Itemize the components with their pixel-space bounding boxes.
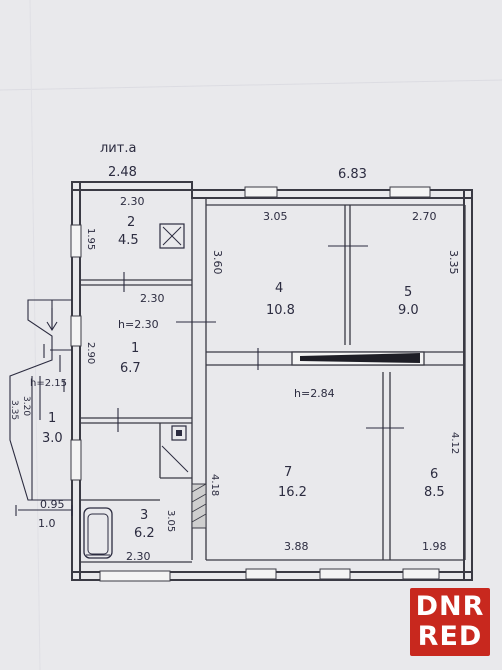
- watermark-line1: DNR: [415, 591, 485, 622]
- room6-number: 6: [430, 467, 438, 482]
- hatched-column: [191, 483, 207, 529]
- room1-width: 2.30: [140, 292, 165, 305]
- door-marks: [43, 245, 404, 432]
- room2-height: 1.95: [85, 228, 96, 250]
- room7-width: 3.88: [284, 540, 309, 553]
- room6-height: 4.12: [449, 432, 460, 454]
- fixtures: [83, 223, 189, 559]
- room1-number: 1: [131, 341, 139, 356]
- porch-number: 1: [48, 411, 56, 426]
- annex-height-2: 3.20: [21, 396, 31, 416]
- porch-ceiling: h=2.15: [30, 378, 67, 389]
- room5-width: 2.70: [412, 210, 437, 223]
- annex-depth-2: 1.0: [38, 517, 56, 530]
- windows: [70, 186, 440, 582]
- annex-height-1: 3.35: [9, 400, 19, 420]
- room5-area: 9.0: [398, 303, 419, 318]
- room4-area: 10.8: [266, 303, 295, 318]
- room3-number: 3: [140, 508, 148, 523]
- outer-walls: [71, 181, 473, 581]
- room7-area: 16.2: [278, 485, 307, 500]
- dim-top-right: 6.83: [338, 167, 367, 182]
- room6-width: 1.98: [422, 540, 447, 553]
- room7-height: 4.18: [209, 474, 220, 496]
- room3-width: 2.30: [126, 550, 151, 563]
- room1-ceiling: h=2.30: [118, 318, 159, 331]
- room7-ceiling: h=2.84: [294, 387, 335, 400]
- room1-height: 2.90: [85, 342, 96, 364]
- room5-number: 5: [404, 285, 412, 300]
- dim-top-left: 2.48: [108, 165, 137, 180]
- room3-height: 3.05: [165, 510, 176, 532]
- porch-annex: [9, 299, 73, 516]
- room4-width: 3.05: [263, 210, 288, 223]
- room7-number: 7: [284, 465, 292, 480]
- watermark-line2: RED: [417, 621, 483, 652]
- porch-area: 3.0: [42, 431, 63, 446]
- room4-number: 4: [275, 281, 283, 296]
- room2-area: 4.5: [118, 233, 139, 248]
- room2-width: 2.30: [120, 195, 145, 208]
- room2-number: 2: [127, 215, 135, 230]
- litera-label: лит.а: [100, 141, 136, 156]
- room4-height: 3.60: [211, 250, 224, 275]
- watermark-logo: DNR RED: [410, 588, 490, 656]
- room5-height: 3.35: [447, 250, 460, 275]
- room3-area: 6.2: [134, 526, 155, 541]
- labels: лит.а 2.48 6.83 2.30 1.95 2 4.5 2.30 h=2…: [9, 141, 460, 563]
- annex-depth-1: 0.95: [40, 498, 65, 511]
- room1-area: 6.7: [120, 361, 141, 376]
- chimney: [291, 351, 425, 366]
- room6-area: 8.5: [424, 485, 445, 500]
